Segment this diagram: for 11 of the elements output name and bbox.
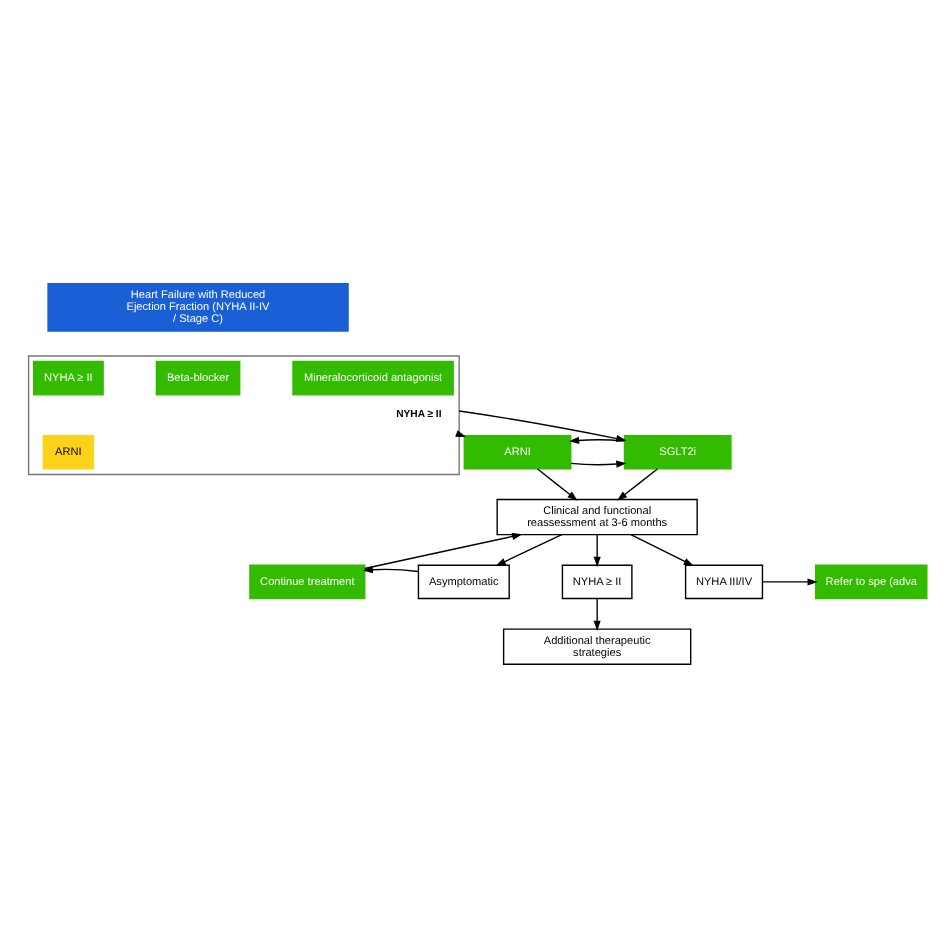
arrow	[536, 468, 578, 501]
arrow	[570, 460, 627, 468]
arrow	[364, 532, 523, 570]
arrow	[495, 534, 563, 566]
cluster	[27, 355, 460, 476]
arrow	[593, 598, 601, 631]
arrow	[362, 566, 419, 574]
arrow	[761, 578, 818, 586]
arrow	[630, 534, 694, 566]
arrow	[593, 534, 601, 567]
arrow	[616, 468, 659, 501]
